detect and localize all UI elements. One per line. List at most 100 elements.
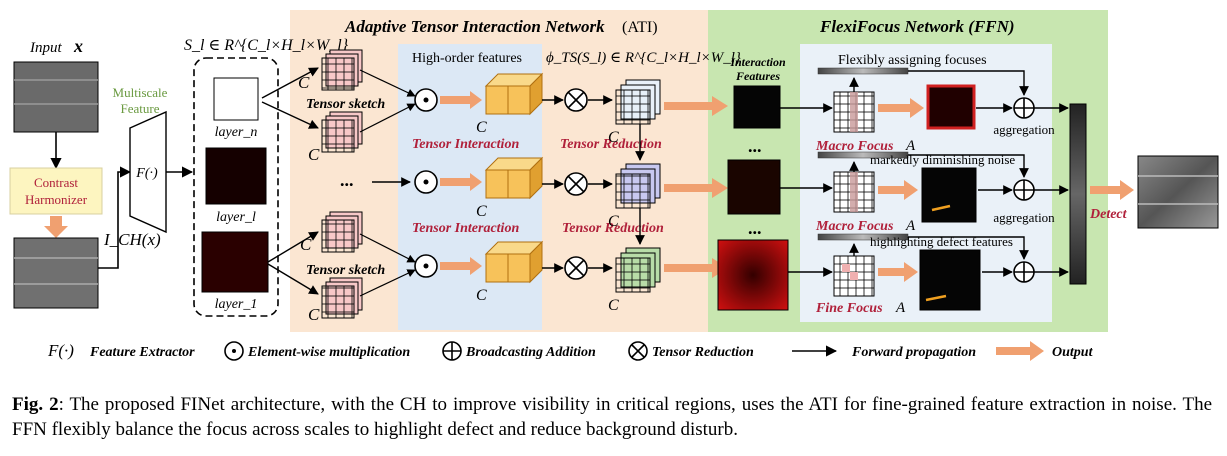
layer-1-map xyxy=(201,231,269,293)
activation-map-top xyxy=(926,84,976,130)
legend-output-arrow xyxy=(996,341,1044,361)
arrow-ati-ffn-bottom xyxy=(664,258,728,278)
layer-n-map xyxy=(213,77,259,121)
contrast-harmonizer-box xyxy=(9,167,103,215)
legend-feature-extractor: Feature Extractor xyxy=(89,345,195,360)
arrow-ati-ffn-mid xyxy=(664,178,728,198)
contrast-output-arrow xyxy=(44,216,68,238)
ich-label: I_CH(x) xyxy=(103,230,161,249)
macro-focus-label-mid: Macro Focus xyxy=(815,219,894,234)
harmonized-image xyxy=(13,237,99,309)
legend: F(·) Feature Extractor Element-wise mult… xyxy=(47,341,1094,361)
cn-label-red: C xyxy=(608,129,619,146)
aggregation-label-top: aggregation xyxy=(993,122,1055,137)
a-f-label: A xyxy=(895,300,906,316)
legend-broadcasting: Broadcasting Addition xyxy=(465,345,596,360)
middle-dots-1: ... xyxy=(340,170,354,190)
contrast-label-2: Harmonizer xyxy=(25,192,88,207)
interaction-cube-mid xyxy=(484,156,544,200)
multiscale-label-1: Multiscale xyxy=(113,85,168,100)
sketch-cube-bottom-2 xyxy=(321,277,363,319)
reduced-cube-mid xyxy=(615,163,661,209)
legend-elementwise-icon xyxy=(224,341,244,361)
figure-caption: Fig. 2: The proposed FINet architecture,… xyxy=(12,392,1212,442)
feature-extractor-label: F(·) xyxy=(135,166,158,181)
elementwise-op-mid xyxy=(414,170,438,194)
c1-label-a: C xyxy=(300,235,312,254)
caption-fig-label: Fig. 2 xyxy=(12,394,59,415)
macro-focus-grid-mid xyxy=(833,171,875,213)
fine-focus-grid xyxy=(833,255,875,297)
diminishing-label: markedly diminishing noise xyxy=(870,152,1015,167)
s-label: S_l ∈ R^{C_l×H_l×W_l} xyxy=(184,37,349,54)
arrow-to-interaction-mid xyxy=(440,173,482,191)
layer-l-map xyxy=(205,147,267,205)
ati-abbr: (ATI) xyxy=(622,19,658,36)
flexibly-label: Flexibly assigning focuses xyxy=(838,53,987,68)
ffn-dots-bottom: ... xyxy=(748,218,762,238)
interaction-features-label-2: Features xyxy=(735,69,780,83)
tensor-sketch-label-bottom: Tensor sketch xyxy=(306,263,385,278)
input-label: Input xyxy=(29,40,62,56)
sketch-cube-top-1 xyxy=(321,49,363,91)
c2-label-top: C xyxy=(476,119,487,136)
interaction-map-top xyxy=(733,85,781,129)
detect-label: Detect xyxy=(1089,207,1128,222)
ffn-dots-top: ... xyxy=(748,136,762,156)
highlighting-label: highlighting defect features xyxy=(870,234,1013,249)
activation-map-fine xyxy=(919,249,981,311)
layer-n-label: layer_n xyxy=(215,125,258,140)
ati-title: Adaptive Tensor Interaction Network xyxy=(344,17,605,36)
fine-focus-label: Fine Focus xyxy=(815,301,883,316)
interaction-map-mid xyxy=(727,159,781,215)
reduced-cube-bottom xyxy=(615,247,661,293)
interaction-cube-bottom xyxy=(484,240,544,284)
aggregation-op-bottom xyxy=(1013,261,1035,283)
macro-focus-grid-top xyxy=(833,91,875,133)
phi-label: ϕ_TS(S_l) ∈ R^{C_l×H_l×W_l} xyxy=(546,50,741,66)
ffn-title: FlexiFocus Network (FFN) xyxy=(819,17,1015,36)
tensor-interaction-label-bottom: Tensor Interaction xyxy=(412,221,519,236)
arrow-ati-ffn-top xyxy=(664,96,728,116)
output-image xyxy=(1137,155,1219,229)
c2-label-bottom: C xyxy=(476,287,487,304)
aggregation-label-mid: aggregation xyxy=(993,210,1055,225)
caption-text: : The proposed FINet architecture, with … xyxy=(12,394,1212,440)
contrast-label-1: Contrast xyxy=(34,175,78,190)
c2-label-mid: C xyxy=(476,203,487,220)
input-var: x xyxy=(73,36,83,56)
layer-1-label: layer_1 xyxy=(215,297,258,312)
high-order-label: High-order features xyxy=(412,51,522,66)
arrow-to-interaction-bottom xyxy=(440,257,482,275)
tensor-reduction-op-bottom xyxy=(564,256,588,280)
a-l-label: A xyxy=(905,218,916,234)
a-n-label: A xyxy=(905,138,916,154)
elementwise-op-bottom xyxy=(414,254,438,278)
legend-f-symbol: F(·) xyxy=(47,341,74,360)
focus-bar-top xyxy=(817,67,909,75)
tensor-reduction-op-top xyxy=(564,88,588,112)
interaction-map-bottom xyxy=(717,239,789,311)
c1-label-red: C xyxy=(608,297,619,314)
tensor-reduction-label-top: Tensor Reduction xyxy=(560,137,662,152)
cn-label-mid: C xyxy=(308,145,320,164)
legend-tensor-reduction: Tensor Reduction xyxy=(652,345,754,360)
sketch-cube-top-2 xyxy=(321,111,363,153)
reduced-cube-top xyxy=(615,79,661,125)
cl-label-red: C xyxy=(608,213,619,230)
layer-l-label: layer_l xyxy=(216,210,256,225)
macro-focus-label-top: Macro Focus xyxy=(815,139,894,154)
feature-extractor xyxy=(129,110,167,234)
legend-elementwise: Element-wise multiplication xyxy=(247,345,410,360)
legend-broadcast-icon xyxy=(442,341,462,361)
arrow-focus-bottom xyxy=(878,262,918,282)
sketch-cube-bottom-1 xyxy=(321,211,363,253)
output-bar xyxy=(1069,103,1087,285)
finet-architecture-diagram: Adaptive Tensor Interaction Network (ATI… xyxy=(9,10,1219,361)
c1-label-b: C xyxy=(308,305,320,324)
tensor-sketch-label-top: Tensor sketch xyxy=(306,97,385,112)
legend-reduction-icon xyxy=(628,341,648,361)
tensor-interaction-label-top: Tensor Interaction xyxy=(412,137,519,152)
multiscale-label-2: Feature xyxy=(121,101,160,116)
aggregation-op-top xyxy=(1013,97,1035,119)
